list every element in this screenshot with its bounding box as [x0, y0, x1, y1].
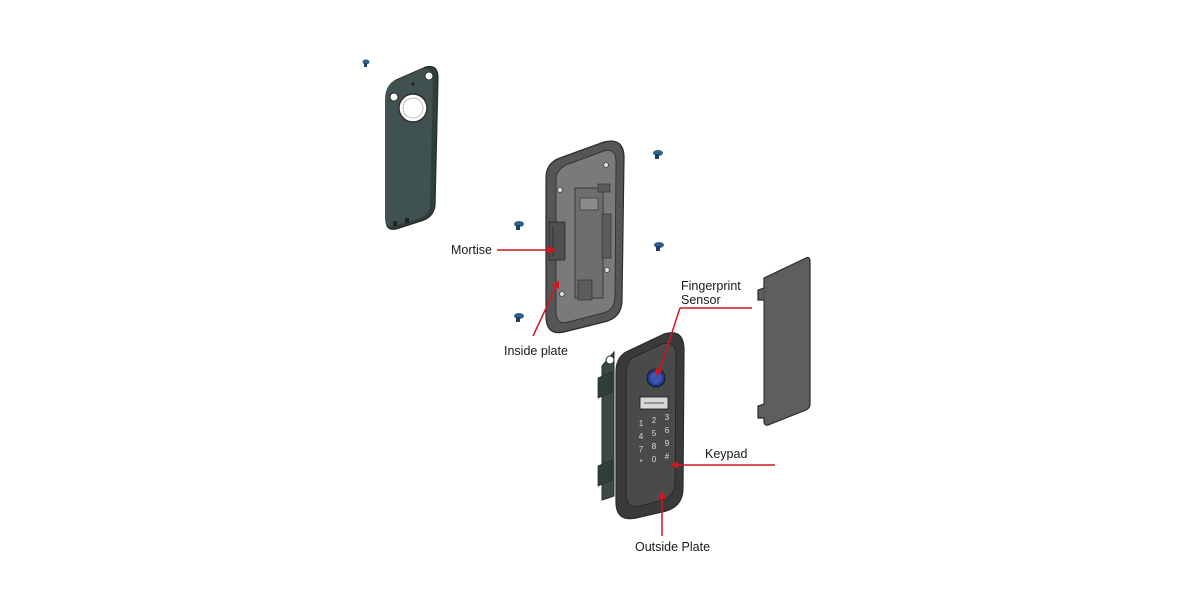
keypad-key: * [639, 458, 642, 467]
keypad-key: 0 [652, 455, 657, 464]
keypad-key: 4 [639, 432, 644, 441]
keypad-key: 6 [665, 426, 670, 435]
back-cover-panel [385, 65, 439, 230]
screw-upper-right [653, 150, 663, 159]
screw-left-middle [514, 221, 524, 230]
keypad-key: 5 [652, 429, 657, 438]
keypad-key: 2 [652, 416, 657, 425]
label-keypad: Keypad [705, 447, 747, 461]
leader-keypad [670, 461, 775, 469]
outside-plate [597, 332, 685, 520]
screw-left-lower [514, 313, 524, 322]
label-outside-plate: Outside Plate [635, 540, 710, 554]
keypad-key: 7 [639, 445, 644, 454]
keypad-key: 3 [665, 413, 670, 422]
leader-inside-plate [532, 280, 559, 337]
leader-fingerprint [655, 307, 752, 377]
screw-top-left [362, 59, 370, 67]
screw-right-middle [654, 242, 664, 251]
keypad-key: 1 [639, 419, 644, 428]
leader-mortise [497, 246, 556, 254]
leader-outside-plate [658, 491, 666, 536]
label-fingerprint-line1: Fingerprint [681, 279, 741, 293]
keypad-key: 9 [665, 439, 670, 448]
keypad-key: 8 [652, 442, 657, 451]
label-mortise: Mortise [451, 243, 492, 257]
inside-plate-housing [545, 140, 625, 334]
keypad-key: # [665, 452, 670, 461]
label-inside-plate: Inside plate [504, 344, 568, 358]
battery-cover-panel [757, 256, 811, 426]
label-fingerprint-line2: Sensor [681, 293, 721, 307]
